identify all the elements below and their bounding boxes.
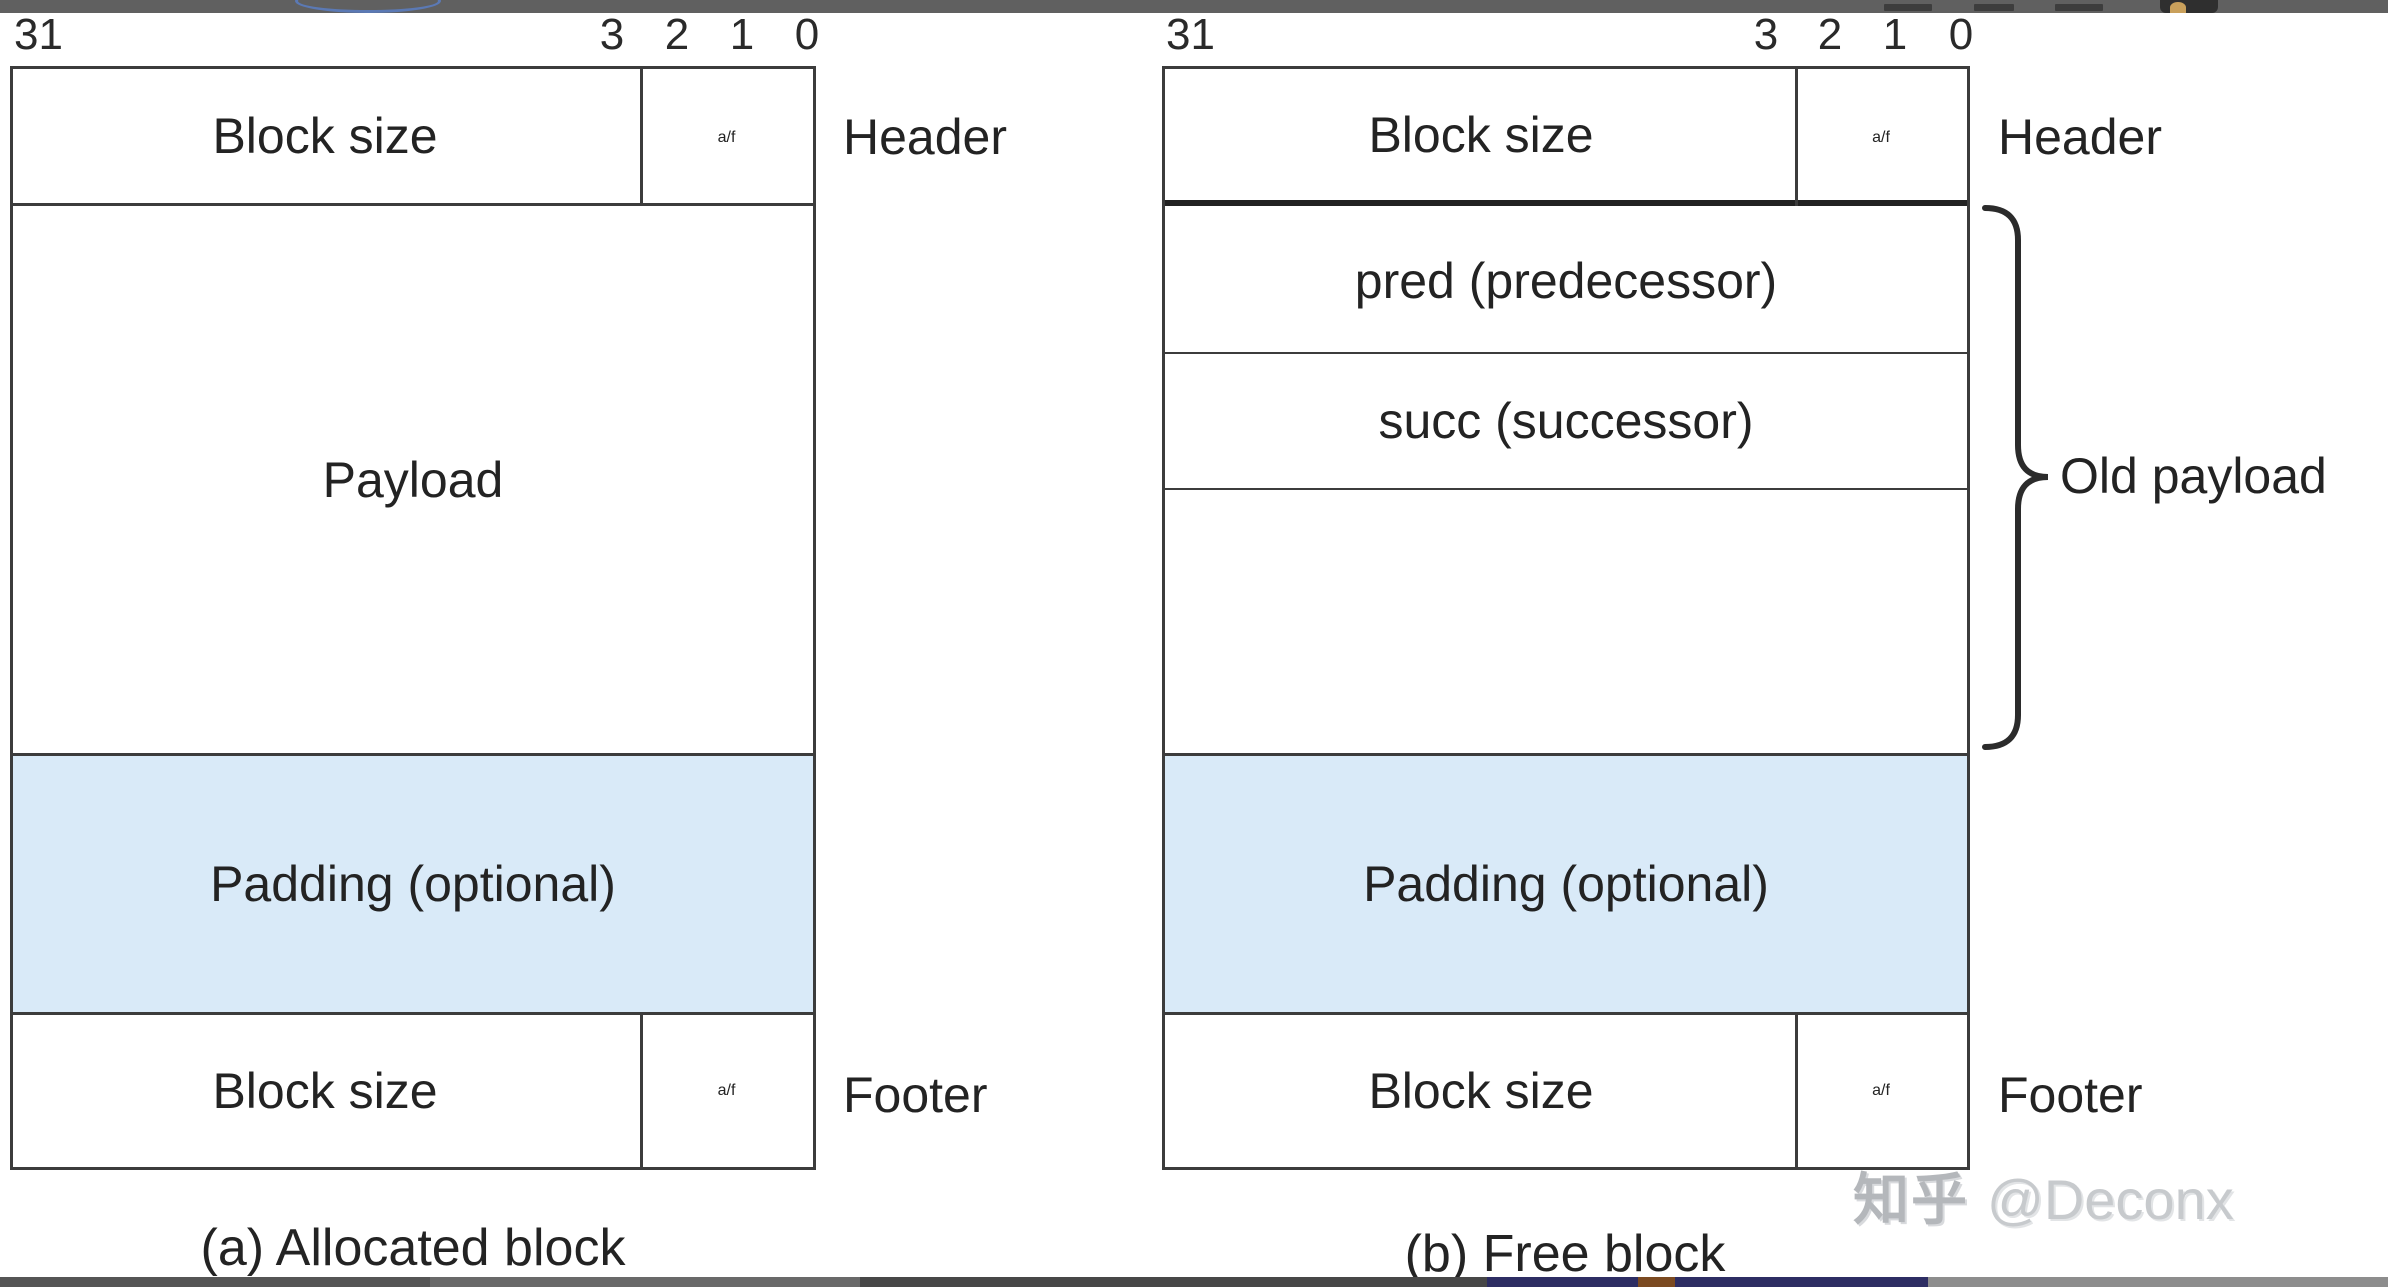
payload-row: Payload — [13, 206, 813, 756]
bit-label-31: 31 — [1166, 10, 1215, 59]
padding-row: Padding (optional) — [13, 756, 813, 1015]
bit-label-1: 1 — [729, 10, 755, 59]
header-field-divider — [640, 69, 643, 206]
avatar-fragment — [2160, 0, 2218, 13]
footer-field-divider — [1795, 1015, 1798, 1167]
taskbar-segment-navy — [1487, 1277, 1928, 1287]
taskbar-segment — [0, 1277, 430, 1287]
free-block-caption: (b) Free block — [1404, 1225, 1726, 1283]
footer-side-label: Footer — [1998, 1067, 2143, 1123]
succ-row: succ (successor) — [1165, 354, 1967, 490]
watermark: 知乎 @Deconx — [1853, 1155, 2234, 1236]
allocated-footer-row: Block size — [13, 1015, 813, 1167]
header-side-label: Header — [1998, 109, 2162, 165]
old-payload-label: Old payload — [2060, 448, 2327, 504]
bit-label-1: 1 — [1882, 10, 1908, 59]
header-side-label: Header — [843, 109, 1007, 165]
payload-label: Payload — [322, 451, 504, 508]
free-block-diagram: Block size a/f pred (predecessor) succ (… — [1162, 66, 1970, 1170]
free-header-af-cell: a/f — [1795, 69, 1967, 206]
padding-label: Padding (optional) — [1363, 856, 1769, 912]
header-field-divider — [1795, 69, 1798, 206]
bit-label-3: 3 — [1753, 10, 1779, 59]
block-size-label: Block size — [1368, 106, 1594, 163]
menu-text-fragment — [1884, 4, 1932, 11]
bit-label-3: 3 — [599, 10, 625, 59]
logo-arc-fragment — [295, 0, 441, 13]
pred-row: pred (predecessor) — [1165, 209, 1967, 354]
watermark-brand: 知乎 — [1853, 1168, 1969, 1231]
block-size-label: Block size — [212, 1063, 438, 1119]
allocated-header-af-cell: a/f — [640, 69, 813, 206]
taskbar-segment — [430, 1277, 860, 1287]
taskbar-segment — [860, 1277, 1487, 1287]
af-flag-label: a/f — [717, 1082, 736, 1099]
bit-label-2: 2 — [1817, 10, 1843, 59]
footer-field-divider — [640, 1015, 643, 1167]
bit-label-31: 31 — [14, 10, 63, 59]
block-size-label: Block size — [1368, 1063, 1594, 1119]
af-flag-label: a/f — [1872, 1082, 1890, 1099]
clipped-taskbar — [0, 1277, 2388, 1287]
allocated-block-caption: (a) Allocated block — [200, 1219, 626, 1277]
bit-label-0: 0 — [1948, 10, 1974, 59]
allocated-footer-af-cell: a/f — [640, 1015, 813, 1167]
taskbar-segment-brown — [1638, 1277, 1675, 1287]
taskbar-segment — [1928, 1277, 2388, 1287]
free-footer-row: Block size — [1165, 1015, 1967, 1167]
clipped-browser-header-bar — [0, 0, 2388, 13]
allocated-block-diagram: Block size a/f Payload Padding (optional… — [10, 66, 816, 1170]
old-payload-brace — [1982, 205, 2049, 750]
allocated-header-row: Block size — [13, 69, 813, 206]
af-flag-label: a/f — [717, 128, 736, 146]
pred-label: pred (predecessor) — [1354, 252, 1778, 309]
af-flag-label: a/f — [1872, 128, 1890, 146]
block-size-label: Block size — [212, 108, 438, 164]
bit-label-2: 2 — [664, 10, 690, 59]
footer-side-label: Footer — [843, 1067, 988, 1123]
free-footer-af-cell: a/f — [1795, 1015, 1967, 1167]
menu-text-fragment — [1974, 4, 2014, 11]
succ-label: succ (successor) — [1378, 393, 1754, 449]
bit-label-0: 0 — [794, 10, 820, 59]
padding-label: Padding (optional) — [210, 856, 616, 912]
free-header-row: Block size — [1165, 69, 1967, 206]
unused-payload-row — [1165, 490, 1967, 756]
padding-row: Padding (optional) — [1165, 756, 1967, 1015]
menu-text-fragment — [2055, 4, 2103, 11]
watermark-handle: @Deconx — [1987, 1168, 2234, 1231]
